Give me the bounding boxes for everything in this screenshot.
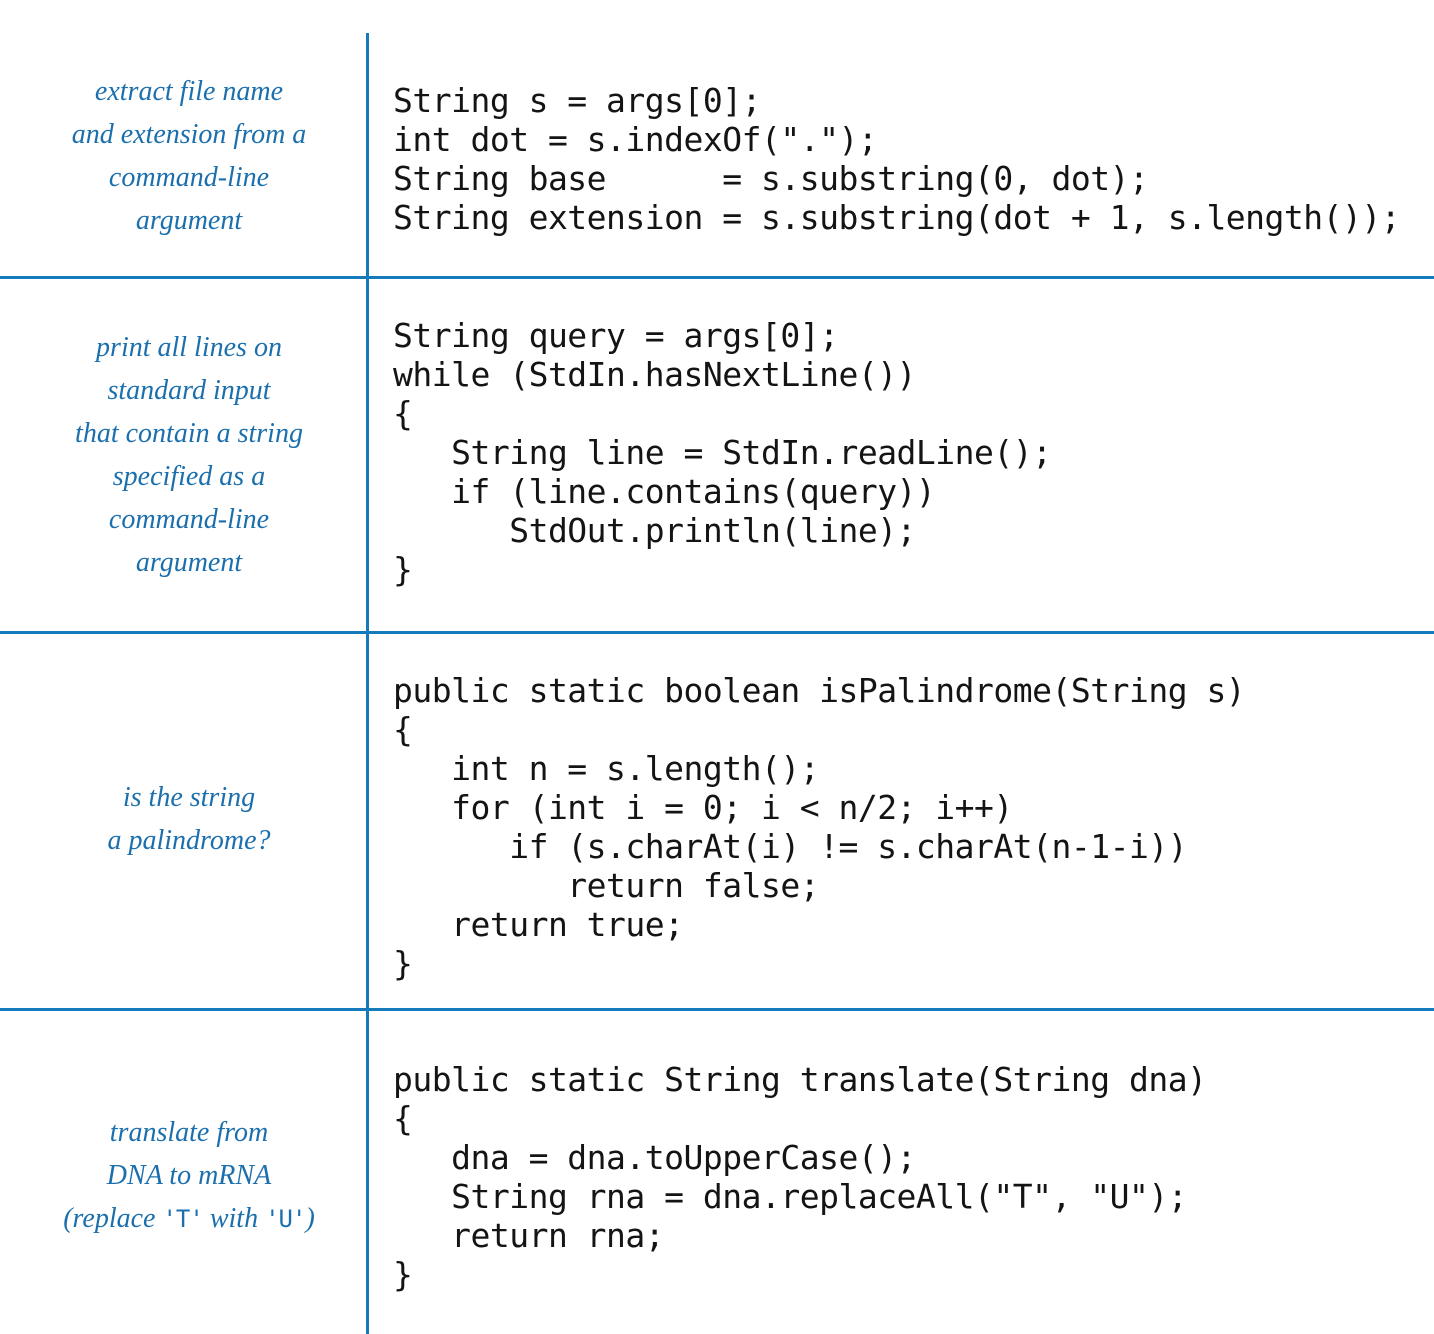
caption-text-segment: with [202, 1203, 266, 1234]
code-block-extract-filename: String s = args[0]; int dot = s.indexOf(… [393, 81, 1401, 237]
caption-line: command-line [108, 504, 270, 535]
caption-line: standard input [107, 375, 271, 406]
code-block-dna-to-mrna: public static String translate(String dn… [393, 1060, 1207, 1294]
caption-line: extract file name [94, 76, 284, 107]
caption-print-matching-lines: print all lines on standard input that c… [6, 326, 372, 584]
caption-text-segment: (replace [63, 1203, 163, 1234]
caption-mono-char-t: 'T' [162, 1205, 203, 1233]
code-block-print-matching-lines: String query = args[0]; while (StdIn.has… [393, 316, 1052, 589]
caption-dna-to-mrna: translate from DNA to mRNA (replace 'T' … [6, 1111, 372, 1241]
row-divider-line-2 [0, 631, 1434, 634]
caption-line: (replace 'T' with 'U') [6, 1197, 372, 1241]
caption-line: argument [135, 205, 243, 236]
caption-line: is the string [122, 782, 256, 813]
caption-line: print all lines on [96, 332, 282, 363]
caption-line: argument [135, 547, 243, 578]
caption-line: and extension from a [71, 119, 307, 150]
column-divider-line [366, 33, 369, 1334]
caption-line: command-line [108, 162, 270, 193]
caption-line: DNA to mRNA [106, 1160, 272, 1191]
caption-is-palindrome: is the string a palindrome? [6, 776, 372, 862]
caption-line: specified as a [112, 461, 266, 492]
caption-mono-char-u: 'U' [265, 1205, 306, 1233]
caption-text-segment: ) [305, 1203, 315, 1234]
caption-line: a palindrome? [107, 825, 271, 856]
code-block-is-palindrome: public static boolean isPalindrome(Strin… [393, 671, 1246, 983]
caption-extract-filename: extract file name and extension from a c… [6, 70, 372, 242]
row-divider-line-3 [0, 1008, 1434, 1011]
row-divider-line-1 [0, 276, 1434, 279]
caption-line: that contain a string [75, 418, 303, 449]
caption-line: translate from [109, 1117, 269, 1148]
